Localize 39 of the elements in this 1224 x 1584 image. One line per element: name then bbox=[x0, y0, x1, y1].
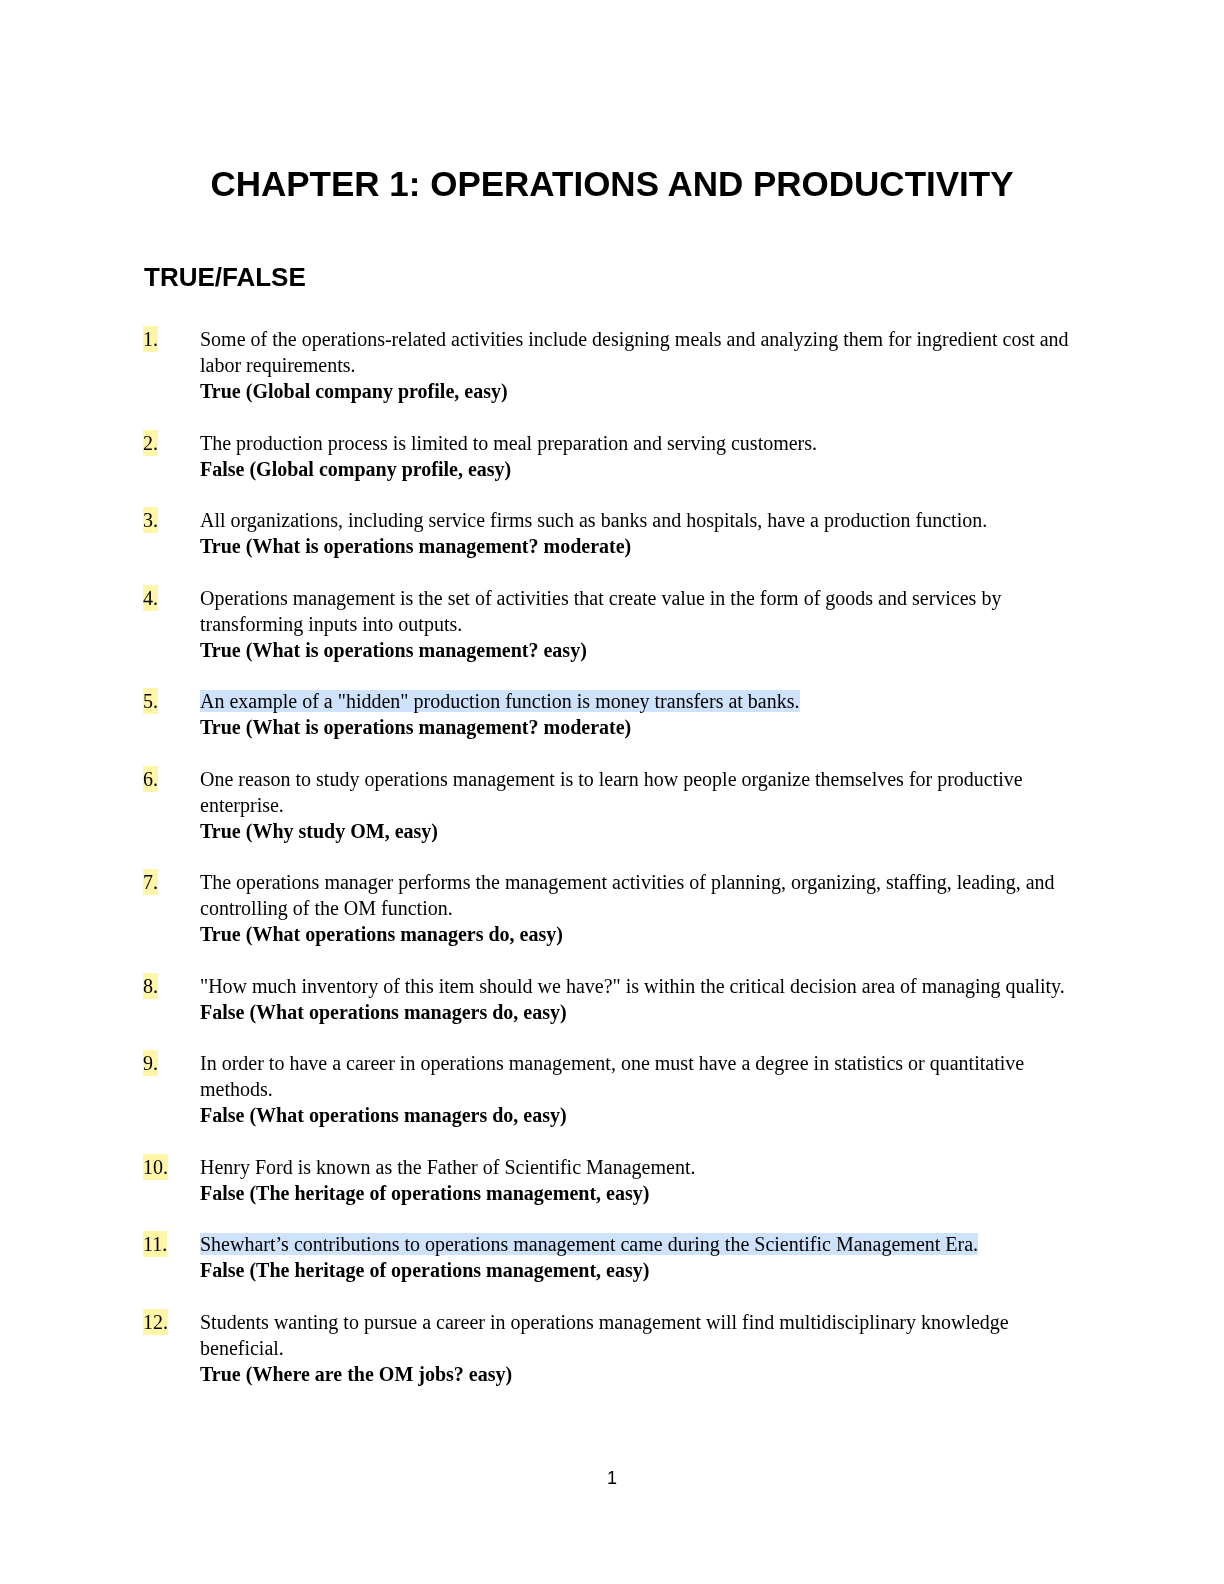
question-number: 6. bbox=[143, 765, 158, 792]
answer-text: False (The heritage of operations management, easy) bbox=[200, 1258, 651, 1283]
question-text: Students wanting to pursue a career in operations management will find multidisciplinary knowledge beneficial. bbox=[200, 1309, 1010, 1361]
question-text: All organizations, including service firms such as banks and hospitals, have a production function. bbox=[200, 508, 989, 533]
question-number: 1. bbox=[143, 326, 158, 352]
question-text: Henry Ford is known as the Father of Scientific Management. bbox=[200, 1154, 697, 1180]
question-number: 10. bbox=[143, 1153, 168, 1180]
highlighted-text: An example of a "hidden" production function is money transfers at banks. bbox=[200, 690, 800, 712]
question-text: The operations manager performs the management activities of planning, organizing, staffing, leading, and controlling of the OM function. bbox=[200, 870, 1056, 921]
answer-text: False (The heritage of operations management, easy) bbox=[200, 1180, 651, 1206]
highlighted-text: Shewhart’s contributions to operations management came during the Scientific Management Era. bbox=[200, 1233, 979, 1255]
answer-text: False (What operations managers do, easy) bbox=[200, 999, 568, 1025]
answer-text: True (What is operations management? easy) bbox=[200, 637, 588, 663]
question-number: 3. bbox=[143, 507, 158, 533]
answer-text: True (What is operations management? moderate) bbox=[200, 715, 633, 740]
question-text: One reason to study operations management is to learn how people organize themselves for productive enterprise. bbox=[200, 766, 1024, 818]
question-number: 4. bbox=[143, 584, 158, 611]
question-number: 7. bbox=[143, 869, 158, 895]
answer-text: True (What is operations management? moderate) bbox=[200, 534, 633, 559]
question-number: 11. bbox=[143, 1231, 168, 1257]
answer-text: True (What operations managers do, easy) bbox=[200, 922, 564, 947]
question-number: 2. bbox=[143, 429, 158, 456]
question-text: Operations management is the set of activities that create value in the form of goods and services by transforming inputs into outputs. bbox=[200, 585, 1003, 637]
answer-text: True (Where are the OM jobs? easy) bbox=[200, 1361, 514, 1387]
question-text: "How much inventory of this item should we have?" is within the critical decision area of managing quality. bbox=[200, 973, 1066, 999]
question-number: 5. bbox=[143, 688, 158, 714]
section-heading: TRUE/FALSE bbox=[144, 262, 306, 293]
page-number: 1 bbox=[606, 1468, 618, 1489]
question-text: In order to have a career in operations management, one must have a degree in statistics or quantitative methods. bbox=[200, 1051, 1026, 1102]
answer-text: True (Global company profile, easy) bbox=[200, 379, 509, 404]
question-text: The production process is limited to meal preparation and serving customers. bbox=[200, 430, 819, 456]
question-number: 8. bbox=[143, 972, 158, 999]
answer-text: False (Global company profile, easy) bbox=[200, 456, 513, 482]
question-text: Some of the operations-related activities include designing meals and analyzing them for ingredient cost and labor requirements. bbox=[200, 327, 1070, 378]
question-number: 9. bbox=[143, 1050, 158, 1076]
page-title: CHAPTER 1: OPERATIONS AND PRODUCTIVITY bbox=[209, 164, 1015, 204]
answer-text: False (What operations managers do, easy) bbox=[200, 1103, 568, 1128]
question-number: 12. bbox=[143, 1308, 168, 1335]
answer-text: True (Why study OM, easy) bbox=[200, 818, 439, 844]
